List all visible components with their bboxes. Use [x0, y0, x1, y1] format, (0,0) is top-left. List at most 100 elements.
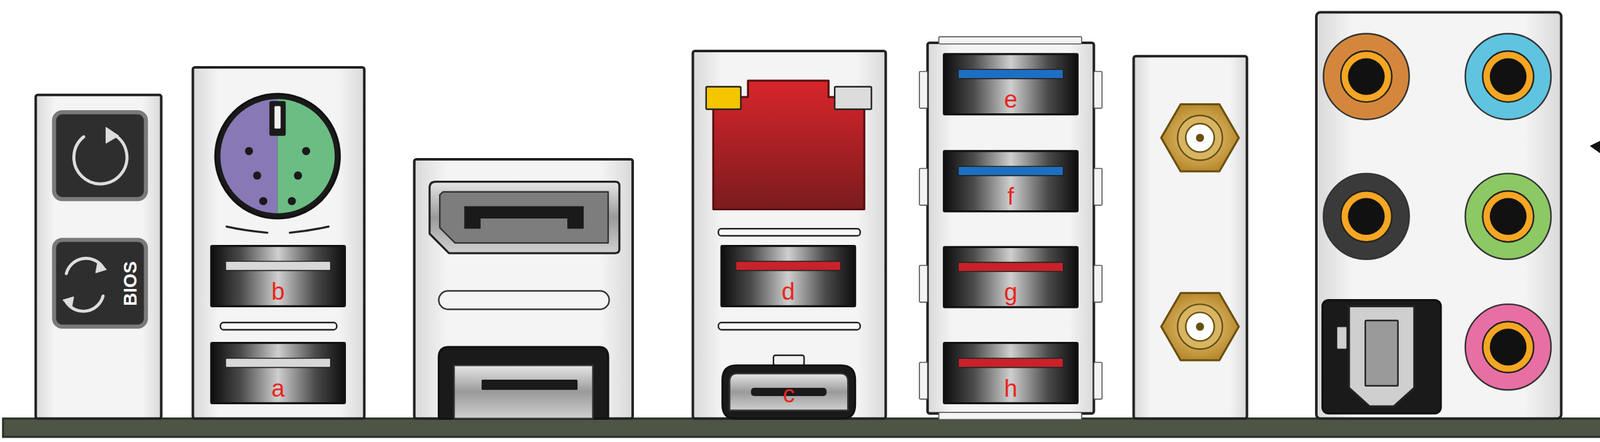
tab: [919, 168, 928, 206]
tab: [1093, 71, 1102, 108]
antenna-connector: [1161, 292, 1239, 360]
bracket-panel: [35, 94, 162, 419]
usb-port: [721, 245, 856, 307]
tab: [1093, 168, 1102, 206]
usb-tongue: [957, 262, 1063, 272]
bracket-panel: [414, 159, 633, 419]
lan-led: [706, 86, 741, 110]
reset-icon: [73, 134, 127, 184]
usb-port: [944, 150, 1078, 212]
audio-ring: [1482, 50, 1534, 102]
usb-tongue: [225, 261, 331, 271]
reset-arrow: [106, 127, 119, 143]
slot: [718, 228, 861, 236]
audio-ring: [1482, 190, 1534, 242]
tab: [919, 362, 928, 399]
usb-port: [211, 342, 346, 404]
usbc-clip: [773, 354, 805, 365]
audio-jack: [1465, 303, 1551, 390]
antenna-pin: [1196, 133, 1205, 142]
usb-tongue: [957, 69, 1063, 79]
audio-ring: [1340, 190, 1392, 242]
hdmi-port: [438, 346, 609, 418]
ps2-port: [215, 93, 340, 219]
ps2-key-inner: [274, 106, 281, 129]
slot: [718, 322, 861, 329]
usb-port: [944, 54, 1078, 115]
tab: [919, 265, 928, 302]
ps2-pin: [301, 146, 311, 155]
usbc-inner: [729, 372, 848, 410]
tab: [938, 36, 1082, 44]
usb-tongue: [957, 166, 1063, 176]
bios-button: [54, 239, 146, 327]
audio-hole: [1489, 198, 1527, 235]
audio-hole: [1347, 198, 1385, 235]
ps2-mouse-half: [220, 98, 278, 214]
antenna-connector: [1161, 104, 1239, 172]
antenna-socket: [1185, 123, 1214, 152]
antenna-ring: [1177, 303, 1223, 349]
port-label: e: [944, 54, 1078, 115]
slot: [438, 290, 610, 309]
board-edge: [3, 418, 1600, 437]
usb-port: [944, 246, 1078, 307]
displayport: [429, 181, 620, 253]
ps2-keyboard-half: [277, 98, 335, 214]
antenna-ring: [1177, 115, 1223, 160]
port-letter: a: [271, 376, 285, 400]
ps2-pin: [244, 146, 253, 155]
port-letter: g: [1003, 279, 1017, 304]
optical-inner: [1349, 305, 1415, 406]
optical-port: [1322, 300, 1441, 414]
reset-button: [54, 111, 146, 199]
audio-hole: [1489, 328, 1527, 365]
slot: [220, 322, 337, 329]
port-label: h: [944, 342, 1078, 404]
displayport-slot: [464, 205, 584, 229]
flash-arrow: [63, 296, 74, 309]
audio-jack: [1323, 33, 1409, 120]
tab: [1093, 362, 1102, 399]
port-letter: b: [271, 279, 285, 304]
tab: [919, 71, 928, 108]
optical-notch: [1336, 326, 1347, 350]
ps2-pin: [259, 196, 268, 206]
port-letter: f: [1007, 184, 1015, 209]
port-label: a: [211, 342, 346, 404]
bracket-panel: [927, 42, 1094, 414]
hdmi-inner: [454, 364, 594, 418]
lan-led: [834, 86, 872, 110]
ps2-pin: [252, 171, 262, 180]
tab: [1093, 265, 1102, 302]
displayport-inner: [439, 191, 609, 243]
edge-mark: [1589, 140, 1600, 153]
usb-port: [211, 245, 346, 307]
ps2-pin: [293, 171, 302, 180]
bios-flashback-button: BIOS: [54, 239, 146, 327]
bracket-panel: [193, 67, 365, 419]
audio-hole: [1347, 57, 1385, 95]
port-label: f: [944, 150, 1078, 212]
optical-shutter: [1365, 320, 1399, 386]
port-label: c: [722, 365, 856, 419]
usb-tongue: [225, 357, 331, 368]
audio-jack: [1323, 173, 1409, 260]
port-letter: c: [783, 381, 795, 406]
audio-jack: [1465, 173, 1551, 260]
ps2-key: [269, 101, 286, 136]
audio-hole: [1489, 57, 1527, 95]
usb-port: [944, 342, 1078, 404]
port-label: d: [721, 245, 856, 307]
antenna-pin: [1196, 322, 1205, 331]
hdmi-tongue: [481, 379, 578, 390]
tab: [938, 411, 1082, 419]
mark: [226, 226, 268, 233]
bracket-panel: [1133, 55, 1248, 419]
button-label: BIOS: [121, 261, 140, 306]
bracket-panel: [693, 50, 887, 419]
usb-tongue: [957, 357, 1063, 368]
audio-ring: [1482, 321, 1534, 373]
flash-arrow: [96, 261, 107, 273]
